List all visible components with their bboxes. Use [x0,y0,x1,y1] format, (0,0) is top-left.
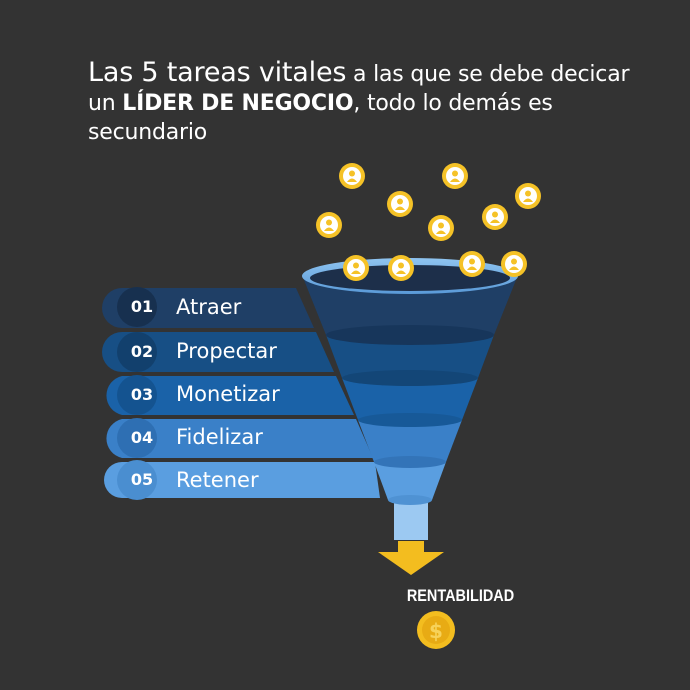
dollar-coin-icon: $ [417,611,455,649]
person-icon [459,251,485,277]
person-icon [388,255,414,281]
funnel-segment-edge [326,325,494,345]
person-icon [343,255,369,281]
step-label-4: Fidelizar [176,425,263,449]
step-number-circle-2 [117,332,157,372]
funnel-segment-edge [388,495,432,505]
step-number-circle-3 [117,375,157,415]
funnel-segment-edge [374,456,446,468]
step-number-5: 05 [130,470,154,489]
funnel-segment-4 [358,420,462,462]
step-number-circle-5 [117,460,157,500]
step-label-5: Retener [176,468,259,492]
funnel-segment-2 [326,335,494,378]
step-band-3 [106,376,354,415]
step-band-2 [102,332,334,372]
step-number-3: 03 [130,385,154,404]
funnel-segment-edge [358,413,462,427]
step-number-1: 01 [130,297,154,316]
step-bands [102,287,380,500]
person-icon [482,204,508,230]
title-part-1: Las 5 tareas vitales [88,57,347,88]
title-part-4: , todo lo demás es secundario [88,91,553,145]
step-band-1 [102,288,314,328]
person-icon [339,163,365,189]
people-bubbles [316,163,541,281]
step-band-4 [106,419,373,458]
step-label-3: Monetizar [176,382,280,406]
step-label-1: Atraer [176,295,242,319]
person-icon [428,215,454,241]
person-icon [442,163,468,189]
person-icon [515,183,541,209]
funnel-segment-3 [342,378,478,420]
person-icon [387,191,413,217]
page-title: Las 5 tareas vitales a las que se debe d… [88,58,648,147]
funnel-spout [394,500,428,540]
person-icon [501,251,527,277]
step-label-2: Propectar [176,339,277,363]
outcome-label: RENTABILIDAD [406,586,515,605]
funnel [302,258,518,540]
title-part-3: LÍDER DE NEGOCIO [122,91,354,116]
step-number-2: 02 [130,342,154,361]
funnel-segment-edge [342,370,478,386]
title-part-2: a las que se debe decicar un [88,62,630,116]
arrow-down-icon [378,541,444,575]
step-number-4: 04 [130,428,154,447]
svg-text:$: $ [429,619,443,643]
step-number-circle-4 [117,418,157,458]
step-band-5 [104,462,380,498]
person-icon [316,212,342,238]
funnel-segment-5 [374,462,446,500]
step-number-circle-1 [117,287,157,327]
